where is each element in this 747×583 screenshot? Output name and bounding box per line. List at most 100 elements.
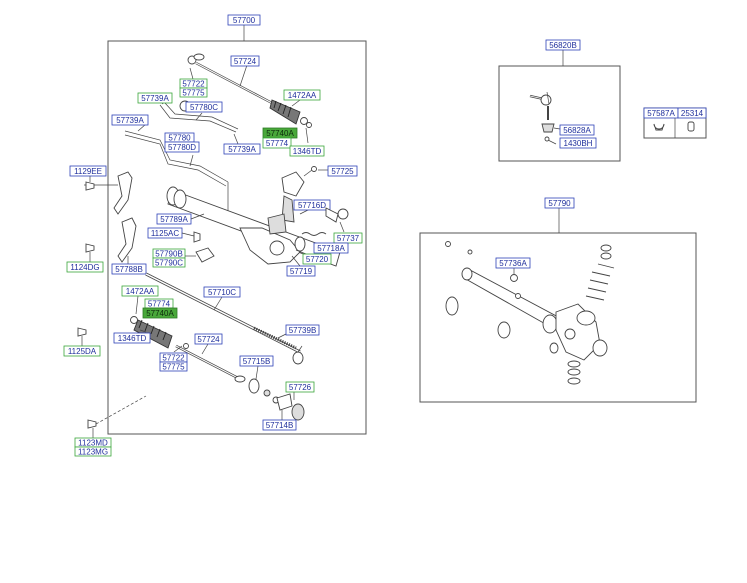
label-57716D[interactable]: 57716D	[293, 199, 331, 211]
label-57790-text: 57790	[548, 199, 571, 208]
svg-text:1124DG: 1124DG	[70, 263, 99, 272]
label-57790B[interactable]: 57790B	[152, 248, 186, 259]
svg-text:1125AC: 1125AC	[151, 229, 180, 238]
svg-text:57724: 57724	[197, 335, 220, 344]
svg-text:25314: 25314	[681, 109, 704, 118]
label-57739A-a[interactable]: 57739A	[137, 92, 173, 104]
label-57790C[interactable]: 57790C	[152, 257, 186, 268]
bolt-1125DA	[77, 327, 87, 346]
label-57740A-top[interactable]: 57740A	[262, 127, 298, 139]
label-57726[interactable]: 57726	[285, 381, 315, 393]
label-57724-bot[interactable]: 57724	[194, 333, 223, 345]
svg-text:57737: 57737	[337, 234, 360, 243]
svg-text:57774: 57774	[148, 300, 171, 309]
svg-text:57774: 57774	[266, 139, 289, 148]
small-parts-group: 57587A 25314	[643, 107, 707, 139]
label-57718A[interactable]: 57718A	[313, 242, 349, 254]
svg-text:57790B: 57790B	[155, 250, 183, 259]
plug-25314	[687, 121, 695, 132]
label-1123MG[interactable]: 1123MG	[74, 446, 112, 457]
label-57720[interactable]: 57720	[302, 253, 332, 265]
svg-text:1346TD: 1346TD	[118, 334, 147, 343]
label-57737[interactable]: 57737	[333, 232, 363, 244]
label-57722-bot[interactable]: 57722	[159, 352, 188, 363]
svg-text:1472AA: 1472AA	[288, 91, 317, 100]
svg-text:57710C: 57710C	[208, 288, 236, 297]
svg-text:57715B: 57715B	[243, 357, 271, 366]
label-25314[interactable]: 25314	[677, 107, 707, 119]
label-57719[interactable]: 57719	[286, 265, 316, 277]
main-assembly-frame	[107, 40, 367, 435]
clip-57587A	[653, 123, 665, 131]
label-57775-bot[interactable]: 57775	[159, 361, 188, 372]
svg-text:1123MG: 1123MG	[78, 448, 108, 457]
label-57700[interactable]: 57700	[227, 14, 261, 26]
label-1346TD-top[interactable]: 1346TD	[289, 145, 325, 157]
label-1346TD-bot[interactable]: 1346TD	[113, 332, 151, 344]
svg-text:57720: 57720	[306, 255, 329, 264]
label-1124DG[interactable]: 1124DG	[66, 261, 104, 273]
svg-text:57788B: 57788B	[115, 265, 143, 274]
label-57739A-c[interactable]: 57739A	[223, 143, 261, 155]
label-57587A[interactable]: 57587A	[643, 107, 679, 119]
svg-text:57790C: 57790C	[155, 259, 183, 268]
label-1123MD[interactable]: 1123MD	[74, 437, 112, 448]
svg-text:56828A: 56828A	[563, 126, 591, 135]
label-1125DA[interactable]: 1125DA	[63, 345, 101, 357]
label-57790[interactable]: 57790	[544, 197, 575, 209]
label-57775-top[interactable]: 57775	[179, 87, 208, 98]
label-57714B[interactable]: 57714B	[262, 419, 297, 431]
label-57788B[interactable]: 57788B	[111, 263, 147, 275]
label-56828A[interactable]: 56828A	[559, 124, 595, 136]
svg-text:57724: 57724	[234, 57, 257, 66]
svg-text:1129EE: 1129EE	[74, 167, 102, 176]
label-56820B[interactable]: 56820B	[545, 39, 581, 51]
rack-bar	[145, 272, 304, 365]
svg-text:57740A: 57740A	[146, 309, 174, 318]
label-1472AA-top[interactable]: 1472AA	[283, 89, 321, 101]
svg-text:57718A: 57718A	[317, 244, 345, 253]
label-57740A-bot[interactable]: 57740A	[142, 307, 178, 319]
svg-text:57739A: 57739A	[228, 145, 256, 154]
clamp-57790	[195, 247, 215, 263]
svg-text:57780: 57780	[168, 134, 191, 143]
label-1125AC[interactable]: 1125AC	[147, 227, 183, 239]
svg-text:57725: 57725	[331, 167, 354, 176]
upper-tie-rod	[187, 53, 273, 105]
label-57774-bot[interactable]: 57774	[144, 298, 174, 309]
lower-tie-rod	[173, 343, 246, 383]
label-57736A[interactable]: 57736A	[495, 257, 531, 269]
label-57715B[interactable]: 57715B	[239, 355, 274, 367]
label-57780D[interactable]: 57780D	[164, 141, 200, 153]
label-57722-top[interactable]: 57722	[179, 78, 208, 89]
label-57739B[interactable]: 57739B	[285, 324, 320, 336]
svg-text:57740A: 57740A	[266, 129, 294, 138]
label-57710C[interactable]: 57710C	[203, 286, 241, 298]
lower-boot	[130, 295, 173, 349]
label-57780[interactable]: 57780	[164, 132, 195, 143]
label-57725[interactable]: 57725	[327, 165, 358, 177]
adjuster-parts	[291, 207, 349, 267]
upper-boot	[269, 99, 312, 144]
label-57700-text: 57700	[233, 16, 256, 25]
svg-text:1472AA: 1472AA	[126, 287, 155, 296]
bolt-1125AC	[193, 231, 201, 243]
label-57739A-b[interactable]: 57739A	[111, 114, 149, 126]
svg-text:57780C: 57780C	[190, 103, 218, 112]
upper-bracket	[84, 171, 133, 215]
housing-part	[445, 241, 615, 385]
label-57774-top[interactable]: 57774	[262, 137, 292, 149]
rack-housing	[166, 186, 341, 267]
label-57789A[interactable]: 57789A	[156, 213, 192, 225]
tierod-frame	[498, 65, 621, 162]
svg-text:57775: 57775	[162, 363, 185, 372]
svg-text:57587A: 57587A	[647, 109, 675, 118]
tierod-end-group: 56820B 56828A 1430BH	[498, 39, 621, 162]
label-57724-top[interactable]: 57724	[230, 55, 260, 67]
label-1430BH[interactable]: 1430BH	[559, 137, 597, 149]
label-1129EE[interactable]: 1129EE	[69, 165, 107, 177]
label-57780C[interactable]: 57780C	[185, 101, 223, 113]
svg-text:57739B: 57739B	[289, 326, 317, 335]
label-1472AA-bot[interactable]: 1472AA	[121, 285, 159, 297]
